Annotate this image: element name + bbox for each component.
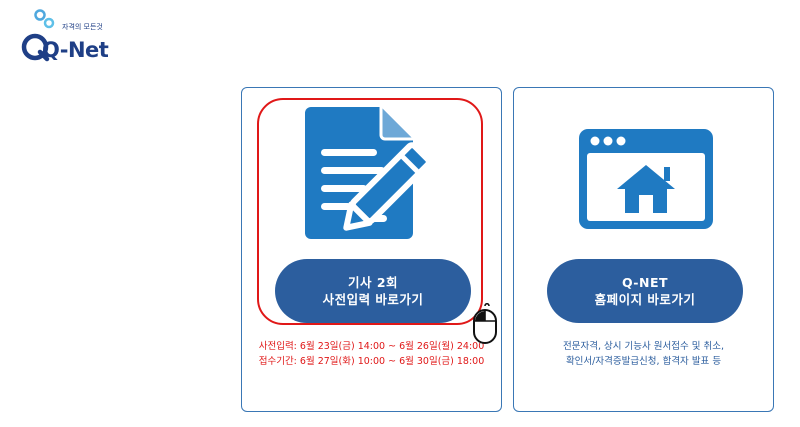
homepage-description-line1: 전문자격, 상시 기능사 원서접수 및 취소, — [563, 341, 724, 352]
homepage-card: Q-NET 홈페이지 바로가기 전문자격, 상시 기능사 원서접수 및 취소, … — [513, 87, 774, 412]
highlight-ring — [257, 98, 483, 325]
pre-entry-button-line1: 기사 2회 — [347, 275, 399, 290]
document-edit-icon — [305, 107, 432, 239]
browser-home-icon — [579, 129, 713, 229]
pre-entry-card: 기사 2회 사전입력 바로가기 사전입력: 6월 23일(금) 14:00 ~ … — [241, 87, 502, 412]
homepage-shortcut-button[interactable]: Q-NET 홈페이지 바로가기 — [547, 259, 743, 323]
pre-entry-button-line2: 사전입력 바로가기 — [322, 292, 424, 307]
qnet-logo[interactable]: 자격의 모든것 Q-Net — [20, 8, 140, 64]
mouse-click-icon — [473, 303, 497, 344]
pre-entry-schedule: 사전입력: 6월 23일(금) 14:00 ~ 6월 26일(월) 24:00 … — [242, 339, 501, 369]
homepage-description: 전문자격, 상시 기능사 원서접수 및 취소, 확인서/자격증발급신청, 합격자… — [514, 339, 773, 369]
pre-entry-shortcut-button[interactable]: 기사 2회 사전입력 바로가기 — [275, 259, 471, 323]
homepage-button-line2: 홈페이지 바로가기 — [594, 292, 696, 307]
logo-tagline: 자격의 모든것 — [62, 23, 103, 31]
pre-entry-period: 사전입력: 6월 23일(금) 14:00 ~ 6월 26일(월) 24:00 — [258, 341, 485, 352]
logo-mark-icon — [21, 9, 55, 62]
homepage-description-line2: 확인서/자격증발급신청, 합격자 발표 등 — [565, 356, 722, 367]
logo-wordmark: Q-Net — [42, 38, 109, 62]
homepage-button-line1: Q-NET — [621, 275, 669, 290]
application-period: 접수기간: 6월 27일(화) 10:00 ~ 6월 30일(금) 18:00 — [258, 356, 485, 367]
